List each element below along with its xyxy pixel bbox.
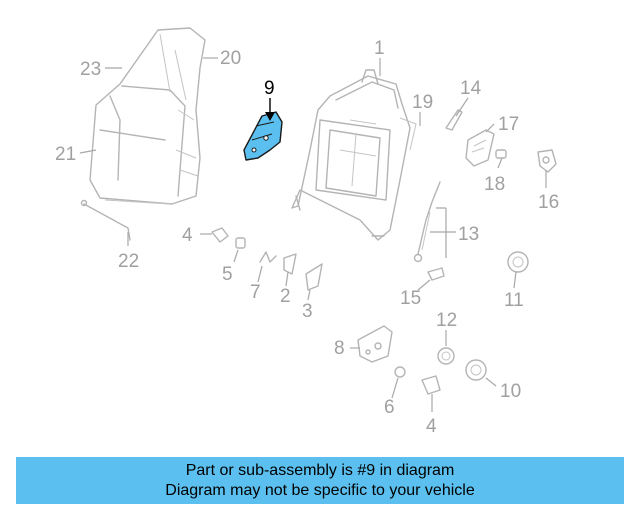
- seat-back-cushion: [89, 27, 206, 205]
- part-16-knob: [537, 149, 557, 173]
- part-10-gear: [465, 359, 487, 381]
- banner-line-disclaimer: Diagram may not be specific to your vehi…: [165, 481, 475, 499]
- part-9-bracket: [243, 111, 283, 161]
- callout-2: 2: [280, 286, 291, 307]
- seat-frame: [291, 69, 417, 241]
- part-12-ring: [437, 347, 455, 365]
- part-9-arrow: [265, 98, 275, 121]
- callout-9: 9: [264, 78, 275, 99]
- part-2-bracket: [283, 253, 297, 275]
- part-18-clip: [495, 149, 507, 159]
- callout-7: 7: [250, 282, 261, 303]
- parts-diagram: 23 20 21 22 9 1 19 14 17 18 16 13 4 5 7 …: [55, 27, 559, 437]
- seat-back-rod: [80, 199, 131, 241]
- callout-18: 18: [484, 174, 505, 195]
- callout-11: 11: [504, 290, 524, 311]
- part-15-clip: [427, 267, 445, 281]
- banner-line-part-number: Part or sub-assembly is #9 in diagram: [185, 461, 455, 479]
- part-6-nut: [394, 366, 406, 378]
- callout-5: 5: [222, 264, 233, 285]
- callout-13: 13: [458, 224, 479, 245]
- callout-16: 16: [538, 192, 559, 213]
- part-3-bracket: [305, 263, 323, 291]
- callout-23: 23: [80, 59, 101, 80]
- part-11-motor: [507, 251, 529, 273]
- part-8-plate: [357, 325, 393, 363]
- part-14-pin: [445, 109, 463, 131]
- leader-lines: [79, 57, 547, 412]
- callout-19: 19: [412, 92, 433, 113]
- callout-3: 3: [302, 301, 313, 322]
- part-13-cable: [413, 181, 456, 263]
- callout-17: 17: [498, 114, 519, 135]
- callout-12: 12: [436, 310, 457, 331]
- callout-6: 6: [384, 397, 395, 418]
- info-banner: Part or sub-assembly is #9 in diagram Di…: [16, 457, 624, 504]
- part-5-nut: [235, 237, 246, 249]
- callout-4-upper: 4: [182, 225, 193, 246]
- part-17-cover: [465, 129, 495, 167]
- part-4-bolt-upper: [200, 227, 229, 243]
- callout-4-lower: 4: [426, 416, 437, 437]
- callout-10: 10: [500, 381, 521, 402]
- callout-22: 22: [118, 251, 139, 272]
- part-7-spring: [259, 251, 277, 263]
- callout-1: 1: [374, 38, 385, 59]
- callout-21: 21: [55, 144, 76, 165]
- part-4-bolt-lower: [421, 375, 441, 395]
- callout-20: 20: [220, 48, 241, 69]
- callout-15: 15: [400, 288, 421, 309]
- callout-8: 8: [334, 338, 345, 359]
- callout-14: 14: [460, 78, 482, 99]
